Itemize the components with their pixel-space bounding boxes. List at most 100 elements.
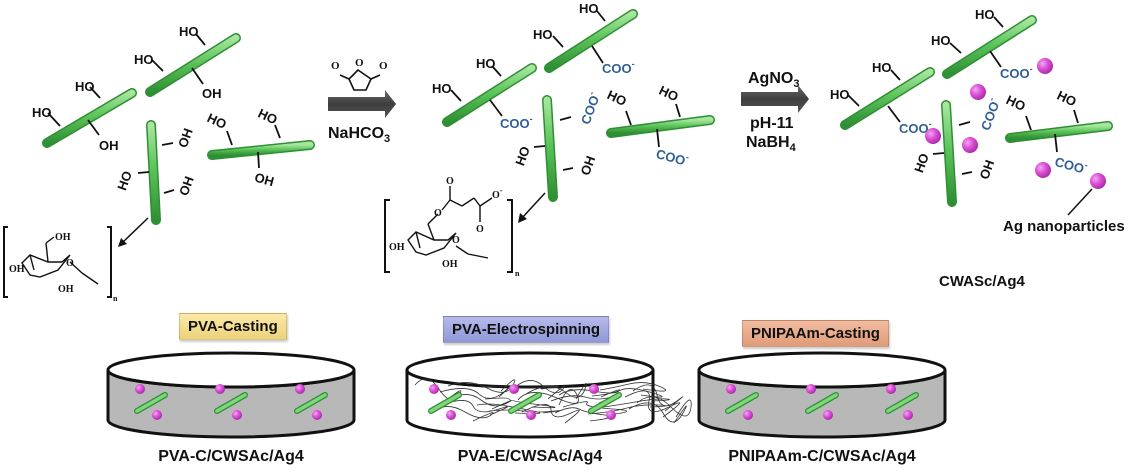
hydroxyl-label: HO — [512, 144, 533, 167]
ag-nanoparticle — [1037, 58, 1053, 74]
hydroxyl-label: HO — [75, 79, 95, 94]
method-tag-label: PNIPAAm-Casting — [751, 325, 880, 342]
reaction-arrow-1: O O O NaHCO3 — [328, 57, 396, 145]
hydroxyl-label: OH — [176, 174, 197, 197]
ester-carbonyl-o: O — [446, 176, 454, 187]
ag-nanoparticle — [232, 410, 242, 420]
ag-nanoparticle — [1090, 173, 1106, 189]
ag-nanoparticle — [526, 410, 536, 420]
hydroxyl-label: HO — [830, 87, 850, 102]
ag-nanoparticle — [152, 410, 162, 420]
hydroxyl-label: HO — [256, 106, 280, 128]
dish-rim — [697, 351, 947, 389]
ester-o: O — [434, 208, 442, 219]
ag-nanoparticle — [743, 410, 753, 420]
carboxylate-label: COO- — [976, 96, 1003, 132]
hydroxyl-label: HO — [872, 60, 892, 75]
rod-highlight — [135, 393, 167, 413]
rod — [840, 67, 935, 130]
rod-highlight — [886, 393, 918, 413]
hydroxyl-label: OH — [977, 158, 998, 181]
ag-nanoparticle — [446, 410, 456, 420]
repeat-n: n — [113, 294, 118, 303]
rod — [1005, 121, 1113, 143]
rod — [542, 95, 558, 202]
hydroxyl-label: HO — [657, 83, 681, 105]
hydroxyl-label: HO — [975, 7, 995, 22]
repeat-n: n — [515, 269, 520, 278]
hydroxyl-label: HO — [114, 169, 135, 192]
method-tag-label: PVA-Casting — [188, 318, 278, 335]
ag-nanoparticle — [925, 128, 941, 144]
rod-highlight — [806, 393, 838, 413]
method-tag-pva-casting: PVA-Casting — [179, 313, 287, 340]
anhydride-o: O — [379, 60, 388, 72]
anhydride-o: O — [331, 60, 340, 72]
ag-nanoparticle — [509, 384, 519, 394]
reagent-agno3: AgNO3 — [748, 70, 799, 90]
rod — [146, 120, 161, 225]
rod — [544, 9, 638, 73]
film-caption-pnipaam-c: PNIPAAm-C/CWSAc/Ag4 — [728, 448, 916, 465]
carboxylate-o: O- — [492, 186, 503, 201]
right-arrow-icon — [741, 85, 809, 113]
hydroxyl-label: HO — [1055, 88, 1079, 110]
ag-nanoparticle — [962, 137, 978, 153]
rod-highlight — [429, 393, 461, 413]
rod — [442, 63, 537, 127]
ag-nanoparticle — [295, 384, 305, 394]
reagent-nabh4: NaBH4 — [746, 134, 797, 154]
dish-rim — [405, 351, 655, 389]
method-tag-label: PVA-Electrospinning — [452, 321, 601, 338]
glucose-oh: OH — [58, 284, 74, 295]
ag-nanoparticle — [903, 410, 913, 420]
cellulose-rods-panel: HO HO OH HO HO OH OH HO OH HO — [3, 24, 315, 303]
hydroxyl-label: HO — [134, 52, 154, 67]
ag-nanoparticle — [1035, 162, 1051, 178]
ag-nanoparticle — [970, 84, 986, 100]
succinic-anhydride-structure: O O O — [331, 57, 388, 91]
hydroxyl-label: OH — [202, 86, 222, 101]
rod — [941, 100, 957, 207]
ag-nanoparticle — [823, 410, 833, 420]
product-label: CWASc/Ag4 — [939, 273, 1026, 290]
rod-highlight — [295, 393, 327, 413]
method-tag-pnipaam-casting: PNIPAAm-Casting — [742, 320, 889, 347]
hydroxyl-label: HO — [533, 27, 553, 42]
succinylated-rods-panel: HO HO COO- HO HO COO- COO- HO OH HO — [384, 1, 715, 278]
petri-dish — [697, 351, 947, 439]
ag-nanoparticle — [806, 384, 816, 394]
hydroxyl-label: HO — [476, 56, 496, 71]
ag-nanoparticle — [429, 384, 439, 394]
glucose-oh: OH — [55, 232, 71, 243]
ring-o: O — [452, 235, 460, 246]
ag-nanoparticles-label: Ag nanoparticles — [1003, 218, 1125, 235]
rod — [42, 88, 137, 148]
hydroxyl-label: HO — [179, 24, 199, 39]
ag-nanoparticle — [312, 410, 322, 420]
rod-highlight — [726, 393, 758, 413]
reaction-arrow-2: AgNO3 pH-11 NaBH4 — [741, 70, 809, 154]
carboxylate-label: COO- — [500, 114, 533, 131]
rod-highlight — [215, 393, 247, 413]
film-caption-pva-e: PVA-E/CWSAc/Ag4 — [457, 448, 603, 465]
hydroxyl-label: OH — [578, 154, 599, 177]
nanoparticle-pointer — [1067, 188, 1093, 216]
film-caption-pva-c: PVA-C/CWSAc/Ag4 — [158, 448, 304, 465]
ag-nanoparticle — [726, 384, 736, 394]
ag-nanoparticle — [589, 384, 599, 394]
carboxylate-label: COO- — [1053, 152, 1089, 177]
petri-dish — [405, 351, 692, 439]
hydroxyl-label: HO — [911, 151, 932, 174]
carboxylate-label: COO- — [1000, 64, 1033, 81]
anhydride-o: O — [355, 57, 364, 69]
rod — [942, 15, 1037, 79]
ag-nanoparticle — [606, 410, 616, 420]
glucose-oh: OH — [9, 264, 25, 275]
reagent-ph: pH-11 — [750, 115, 794, 132]
carboxylate-label: COO- — [899, 119, 932, 136]
glucose-ring-o: O — [66, 258, 74, 269]
hydroxyl-label: OH — [99, 138, 119, 153]
ag-nanoparticle — [886, 384, 896, 394]
